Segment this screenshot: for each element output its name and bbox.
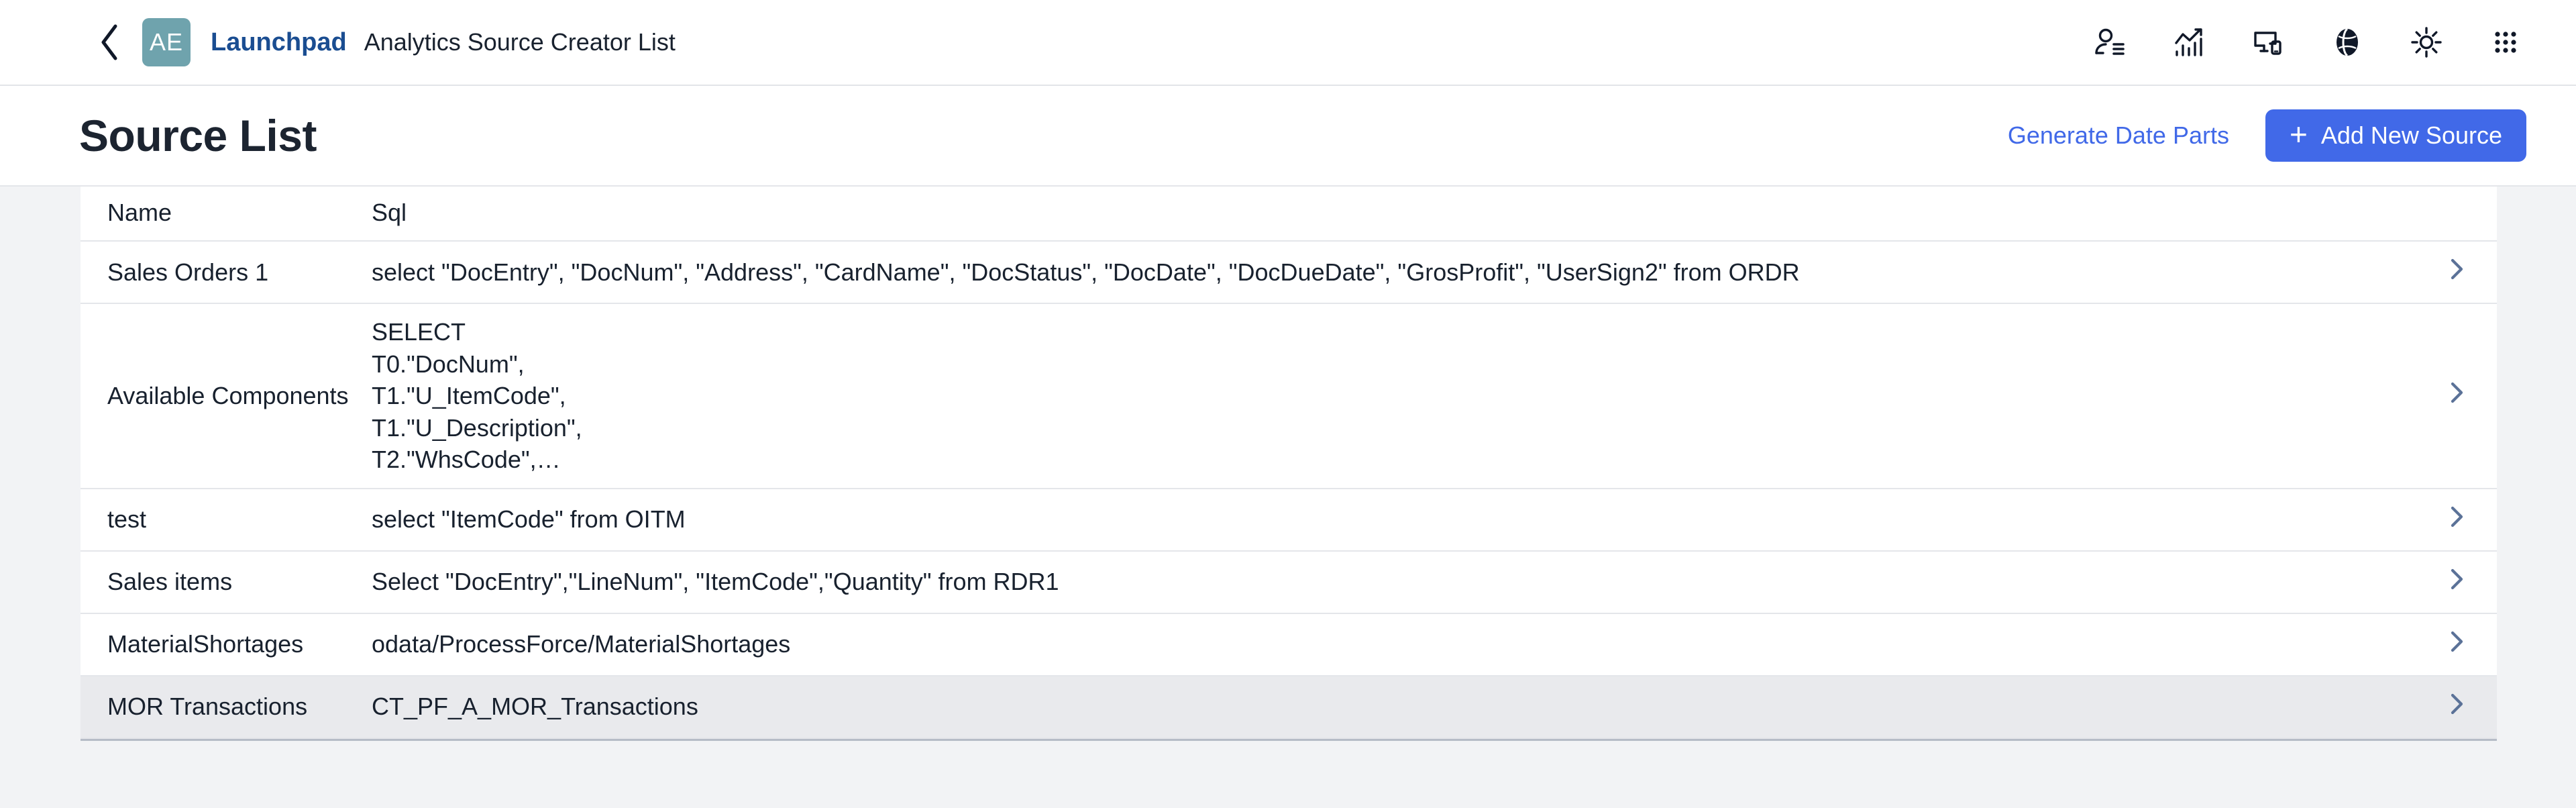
globe-button[interactable] <box>2326 21 2368 63</box>
table-row[interactable]: Sales Orders 1 select "DocEntry", "DocNum… <box>80 241 2497 303</box>
app-grid-icon <box>2489 26 2522 59</box>
cell-source-sql: select "ItemCode" from OITM <box>362 489 2416 551</box>
app-logo: AE <box>142 18 191 66</box>
page-header: Source List Generate Date Parts + Add Ne… <box>0 86 2576 187</box>
table-row[interactable]: Available Components SELECT T0."DocNum", … <box>80 303 2497 489</box>
chevron-right-icon[interactable] <box>2441 626 2472 657</box>
cell-source-name: MOR Transactions <box>107 693 308 721</box>
plus-icon: + <box>2289 117 2308 152</box>
app-grid-button[interactable] <box>2485 21 2526 63</box>
add-new-source-button[interactable]: + Add New Source <box>2265 109 2526 162</box>
chevron-right-icon[interactable] <box>2441 689 2472 719</box>
sql-text: CT_PF_A_MOR_Transactions <box>372 693 698 721</box>
table-row[interactable]: test select "ItemCode" from OITM <box>80 489 2497 551</box>
cell-source-sql: CT_PF_A_MOR_Transactions <box>362 676 2416 738</box>
cell-source-sql: odata/ProcessForce/MaterialShortages <box>362 613 2416 676</box>
chevron-left-icon <box>98 23 121 61</box>
devices-screen-icon <box>2251 26 2285 59</box>
table-header: Name Sql <box>80 187 2497 242</box>
source-list-table: Name Sql Sales Orders 1 select "DocEntry"… <box>80 187 2497 739</box>
generate-date-parts-button[interactable]: Generate Date Parts <box>2007 121 2229 149</box>
content-area: Name Sql Sales Orders 1 select "DocEntry"… <box>0 187 2576 741</box>
devices-button[interactable] <box>2247 21 2289 63</box>
table-row[interactable]: MOR Transactions CT_PF_A_MOR_Transactions <box>80 675 2497 738</box>
column-header-nav <box>2416 187 2497 242</box>
sql-text: select "ItemCode" from OITM <box>372 505 686 534</box>
cell-source-sql: Select "DocEntry","LineNum", "ItemCode",… <box>362 551 2416 613</box>
table-row[interactable]: Sales items Select "DocEntry","LineNum", … <box>80 551 2497 613</box>
brightness-button[interactable] <box>2406 21 2447 63</box>
header-actions: Generate Date Parts + Add New Source <box>2008 109 2526 162</box>
sql-text: Select "DocEntry","LineNum", "ItemCode",… <box>372 568 1059 596</box>
chevron-right-icon[interactable] <box>2441 377 2472 408</box>
cell-source-name: Sales items <box>107 568 233 596</box>
brightness-sun-icon <box>2410 26 2443 59</box>
user-list-button[interactable] <box>2089 21 2131 63</box>
cell-source-name: test <box>107 505 147 534</box>
cell-source-name: Sales Orders 1 <box>107 258 269 286</box>
globe-icon <box>2330 26 2364 59</box>
shell-bar: AE Launchpad Analytics Source Creator Li… <box>0 0 2576 86</box>
brand-title: Launchpad <box>211 28 347 56</box>
add-new-source-label: Add New Source <box>2320 121 2502 149</box>
shell-action-icons <box>2089 21 2526 63</box>
chevron-right-icon[interactable] <box>2441 254 2472 285</box>
chevron-right-icon[interactable] <box>2441 501 2472 532</box>
sql-text: SELECT T0."DocNum", T1."U_ItemCode", T1.… <box>372 318 582 474</box>
cell-row-navigation[interactable] <box>2416 551 2497 613</box>
column-header-name: Name <box>80 187 362 242</box>
sql-text: odata/ProcessForce/MaterialShortages <box>372 630 791 658</box>
cell-source-name: Available Components <box>107 381 349 409</box>
user-list-icon <box>2093 26 2127 59</box>
table-header-row: Name Sql <box>80 187 2497 242</box>
back-button[interactable] <box>87 20 131 64</box>
sql-text: select "DocEntry", "DocNum", "Address", … <box>372 258 1800 286</box>
chevron-right-icon[interactable] <box>2441 564 2472 595</box>
breadcrumb-subtitle: Analytics Source Creator List <box>364 28 676 56</box>
app-logo-text: AE <box>149 28 184 56</box>
source-list-table-container: Name Sql Sales Orders 1 select "DocEntry"… <box>80 187 2497 741</box>
cell-row-navigation[interactable] <box>2416 489 2497 551</box>
cell-row-navigation[interactable] <box>2416 241 2497 303</box>
analytics-chart-icon <box>2172 26 2206 59</box>
cell-source-sql: select "DocEntry", "DocNum", "Address", … <box>362 241 2416 303</box>
cell-source-name: MaterialShortages <box>107 630 304 658</box>
table-row[interactable]: MaterialShortages odata/ProcessForce/Mate… <box>80 613 2497 676</box>
cell-row-navigation[interactable] <box>2416 676 2497 738</box>
table-body: Sales Orders 1 select "DocEntry", "DocNum… <box>80 241 2497 738</box>
analytics-button[interactable] <box>2168 21 2210 63</box>
cell-row-navigation[interactable] <box>2416 613 2497 676</box>
page-title: Source List <box>79 111 317 160</box>
cell-row-navigation[interactable] <box>2416 303 2497 489</box>
column-header-sql: Sql <box>362 187 2416 242</box>
cell-source-sql: SELECT T0."DocNum", T1."U_ItemCode", T1.… <box>362 303 2416 489</box>
